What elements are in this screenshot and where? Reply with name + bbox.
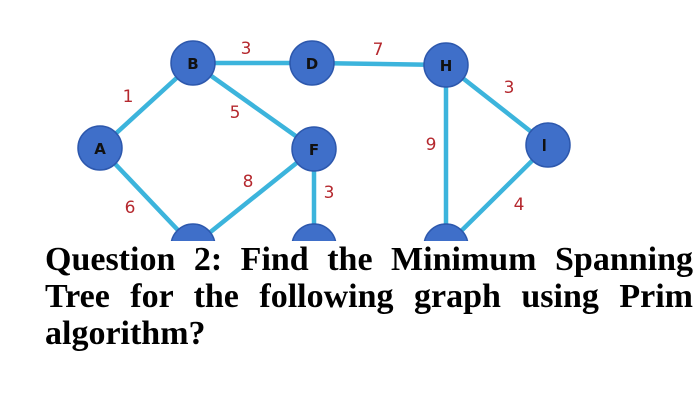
graph-nodes: A B D F H: [77, 40, 571, 241]
edge-weight-f-e: 3: [324, 183, 335, 203]
edge-weight-g-i: 4: [514, 195, 525, 215]
edge-g-i: [447, 142, 551, 241]
node-circle-h: [423, 42, 469, 88]
node-label-f: F: [309, 141, 319, 159]
edge-weight-a-c: 6: [125, 198, 136, 218]
node-circle-a: [77, 125, 123, 171]
edge-weight-h-g: 9: [426, 135, 437, 155]
node-circle-g: [423, 223, 469, 241]
node-b: B: [170, 40, 216, 86]
node-label-h: H: [440, 57, 453, 75]
node-c: [170, 223, 216, 241]
node-g: [423, 223, 469, 241]
edge-weight-b-f: 5: [230, 103, 241, 123]
node-circle-b: [170, 40, 216, 86]
node-i: [525, 122, 571, 168]
edge-weight-a-b: 1: [123, 87, 134, 107]
node-circle-d: [289, 40, 335, 86]
node-label-a: A: [94, 140, 106, 158]
node-circle-e: [291, 223, 337, 241]
graph-edge-weights: 1 3 7 5 6 8 3 9 3 4: [123, 39, 525, 218]
node-e: [291, 223, 337, 241]
question-text: Question 2: Find the Minimum Spanning Tr…: [45, 241, 693, 352]
node-label-b: B: [187, 55, 198, 73]
node-label-fragment-i: [543, 139, 546, 151]
node-a: A: [77, 125, 123, 171]
graph-diagram: 1 3 7 5 6 8 3 9 3 4 A B D F H: [77, 39, 571, 241]
node-d: D: [289, 40, 335, 86]
node-h: H: [423, 42, 469, 88]
edge-weight-d-h: 7: [373, 40, 384, 60]
node-circle-i: [525, 122, 571, 168]
edge-b-f: [190, 60, 317, 152]
edge-weight-b-d: 3: [241, 39, 252, 59]
node-circle-f: [291, 126, 337, 172]
edge-weight-h-i: 3: [504, 78, 515, 98]
node-label-d: D: [306, 55, 318, 73]
edge-weight-c-f: 8: [243, 172, 254, 192]
node-f: F: [291, 126, 337, 172]
edge-c-f: [195, 146, 317, 241]
node-circle-c: [170, 223, 216, 241]
